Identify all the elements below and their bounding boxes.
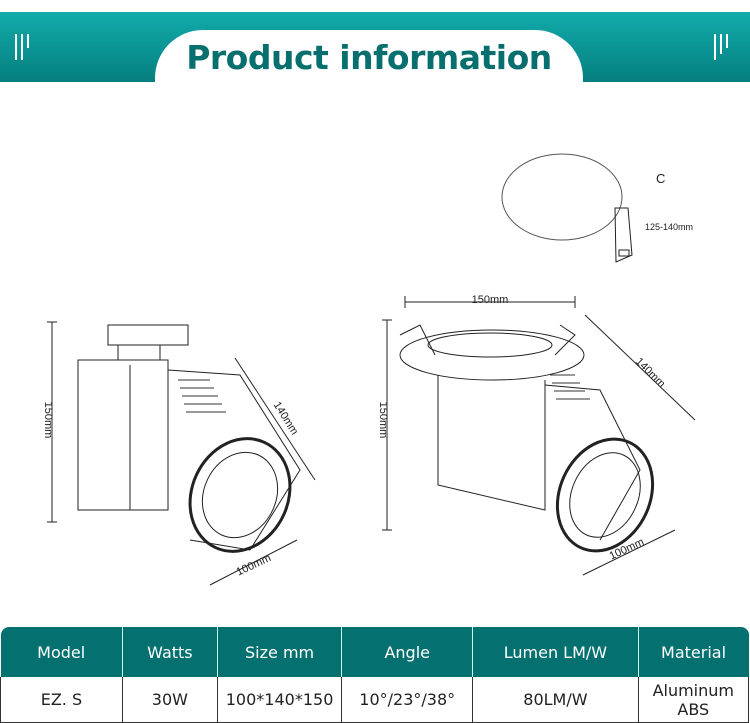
header-angle: Angle [341, 627, 474, 677]
header-material: Material [638, 627, 749, 677]
width-dim-right: 150mm [472, 294, 509, 306]
page-title: Product information [186, 38, 552, 77]
title-pill [155, 30, 583, 90]
cell-angle: 10°/23°/38° [341, 677, 474, 723]
cutout-label: C [656, 171, 665, 186]
cutout-range-label: 125-140mm [645, 222, 693, 232]
product-dimension-drawing: C 125-140mm 150mm 140mm 100mm 150mm 150m… [42, 153, 696, 586]
height-dim-right: 150mm [377, 402, 389, 439]
table-row: EZ. S 30W 100*140*150 10°/23°/38° 80LM/W… [0, 677, 750, 723]
header-lumen: Lumen LM/W [472, 627, 639, 677]
height-dim-left: 150mm [42, 402, 54, 439]
diameter-dim-left: 100mm [235, 552, 273, 578]
length-dim-right: 140mm [633, 356, 667, 390]
decorative-bars-icon [15, 34, 33, 60]
header-size: Size mm [217, 627, 343, 677]
decorative-bars-icon [714, 34, 732, 60]
cell-model: EZ. S [0, 677, 123, 723]
header-watts: Watts [122, 627, 218, 677]
header-model: Model [0, 627, 123, 677]
spec-table: Model Watts Size mm Angle Lumen LM/W Mat… [0, 627, 750, 723]
table-header-row: Model Watts Size mm Angle Lumen LM/W Mat… [0, 627, 749, 677]
cell-size: 100*140*150 [217, 677, 343, 723]
cell-material: Aluminum ABS [638, 677, 750, 723]
cell-lumen: 80LM/W [472, 677, 639, 723]
cell-watts: 30W [122, 677, 218, 723]
